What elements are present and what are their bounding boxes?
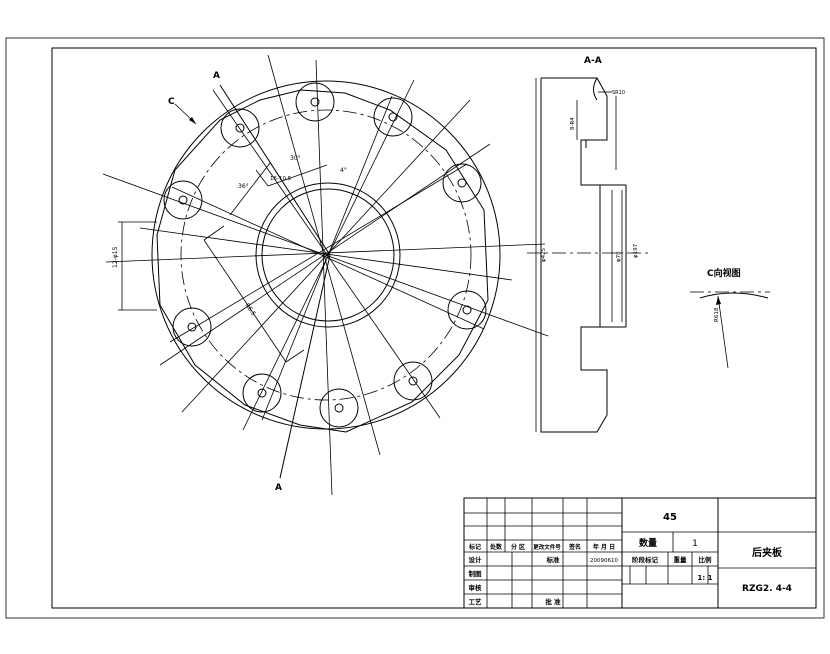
part-name: 后夹板 xyxy=(752,546,783,559)
material-value: 45 xyxy=(663,512,677,523)
c-view: C向视图 R618 xyxy=(690,267,770,369)
standardize-label: 标准 xyxy=(546,555,561,564)
bolt-circle xyxy=(180,109,472,401)
bolt-hole xyxy=(172,307,212,347)
bolt-holes xyxy=(163,82,487,428)
scalloped-profile xyxy=(156,89,489,433)
bolt-hole xyxy=(295,82,335,122)
bore-outer xyxy=(255,182,401,328)
date-value: 20090610 xyxy=(590,558,618,564)
title-block: 45 数量 1 后夹板 RZG2. 4-4 阶段标记 重量 比例 1: 1 标记… xyxy=(463,497,817,609)
bolt-hole xyxy=(393,361,433,401)
weight-label: 重量 xyxy=(674,555,688,564)
approve-label: 批 准 xyxy=(545,597,561,606)
svg-text:8-R4: 8-R4 xyxy=(570,117,576,130)
svg-text:36°: 36° xyxy=(238,183,249,190)
svg-text:φ78: φ78 xyxy=(616,251,622,262)
front-view: 12-φ15 xyxy=(102,54,549,496)
quantity-value: 1 xyxy=(692,539,698,549)
header-cell: 签名 xyxy=(568,543,581,551)
header-cell: 处数 xyxy=(489,543,503,551)
section-label-a-bottom: A xyxy=(275,483,282,493)
drawing-number: RZG2. 4-4 xyxy=(742,584,792,594)
design-label: 设计 xyxy=(469,555,483,564)
section-title: A-A xyxy=(584,56,602,66)
svg-text:12-φ15: 12-φ15 xyxy=(112,246,119,268)
quantity-label: 数量 xyxy=(639,537,657,549)
draw-label: 制图 xyxy=(469,569,483,578)
outer-border xyxy=(5,37,825,619)
header-cell: 年 月 日 xyxy=(593,543,615,551)
bolt-hole xyxy=(373,97,413,137)
svg-text:4°: 4° xyxy=(340,167,347,174)
c-view-title: C向视图 xyxy=(707,267,741,279)
bolt-hole xyxy=(442,163,482,203)
scale-label: 比例 xyxy=(699,555,713,564)
bolt-hole xyxy=(447,290,487,330)
svg-text:R618: R618 xyxy=(714,307,720,322)
svg-text:15-10.5: 15-10.5 xyxy=(270,176,292,182)
header-cell: 更改文件号 xyxy=(533,543,561,551)
bolt-hole xyxy=(220,108,260,148)
svg-text:30°: 30° xyxy=(290,155,301,162)
view-label-c: C xyxy=(168,97,175,107)
svg-text:φ197: φ197 xyxy=(633,243,639,258)
svg-text:SR10: SR10 xyxy=(612,90,625,96)
bolt-hole xyxy=(163,180,203,220)
stage-mark-label: 阶段标记 xyxy=(632,555,659,564)
bore-inner xyxy=(261,188,395,322)
inner-frame xyxy=(51,47,817,609)
bolt-hole xyxy=(319,388,359,428)
process-label: 工艺 xyxy=(469,597,483,606)
section-view: A-A φ425 φ197 φ78 8-R4 SR10 xyxy=(527,56,650,433)
header-cell: 分 区 xyxy=(511,543,525,551)
section-label-a-top: A xyxy=(213,71,220,81)
svg-text:φ425: φ425 xyxy=(541,247,547,262)
center-lines xyxy=(102,54,549,496)
check-label: 审核 xyxy=(469,583,483,592)
bolt-hole xyxy=(242,373,282,413)
scale-value: 1: 1 xyxy=(698,574,713,582)
header-cell: 标记 xyxy=(468,543,481,551)
